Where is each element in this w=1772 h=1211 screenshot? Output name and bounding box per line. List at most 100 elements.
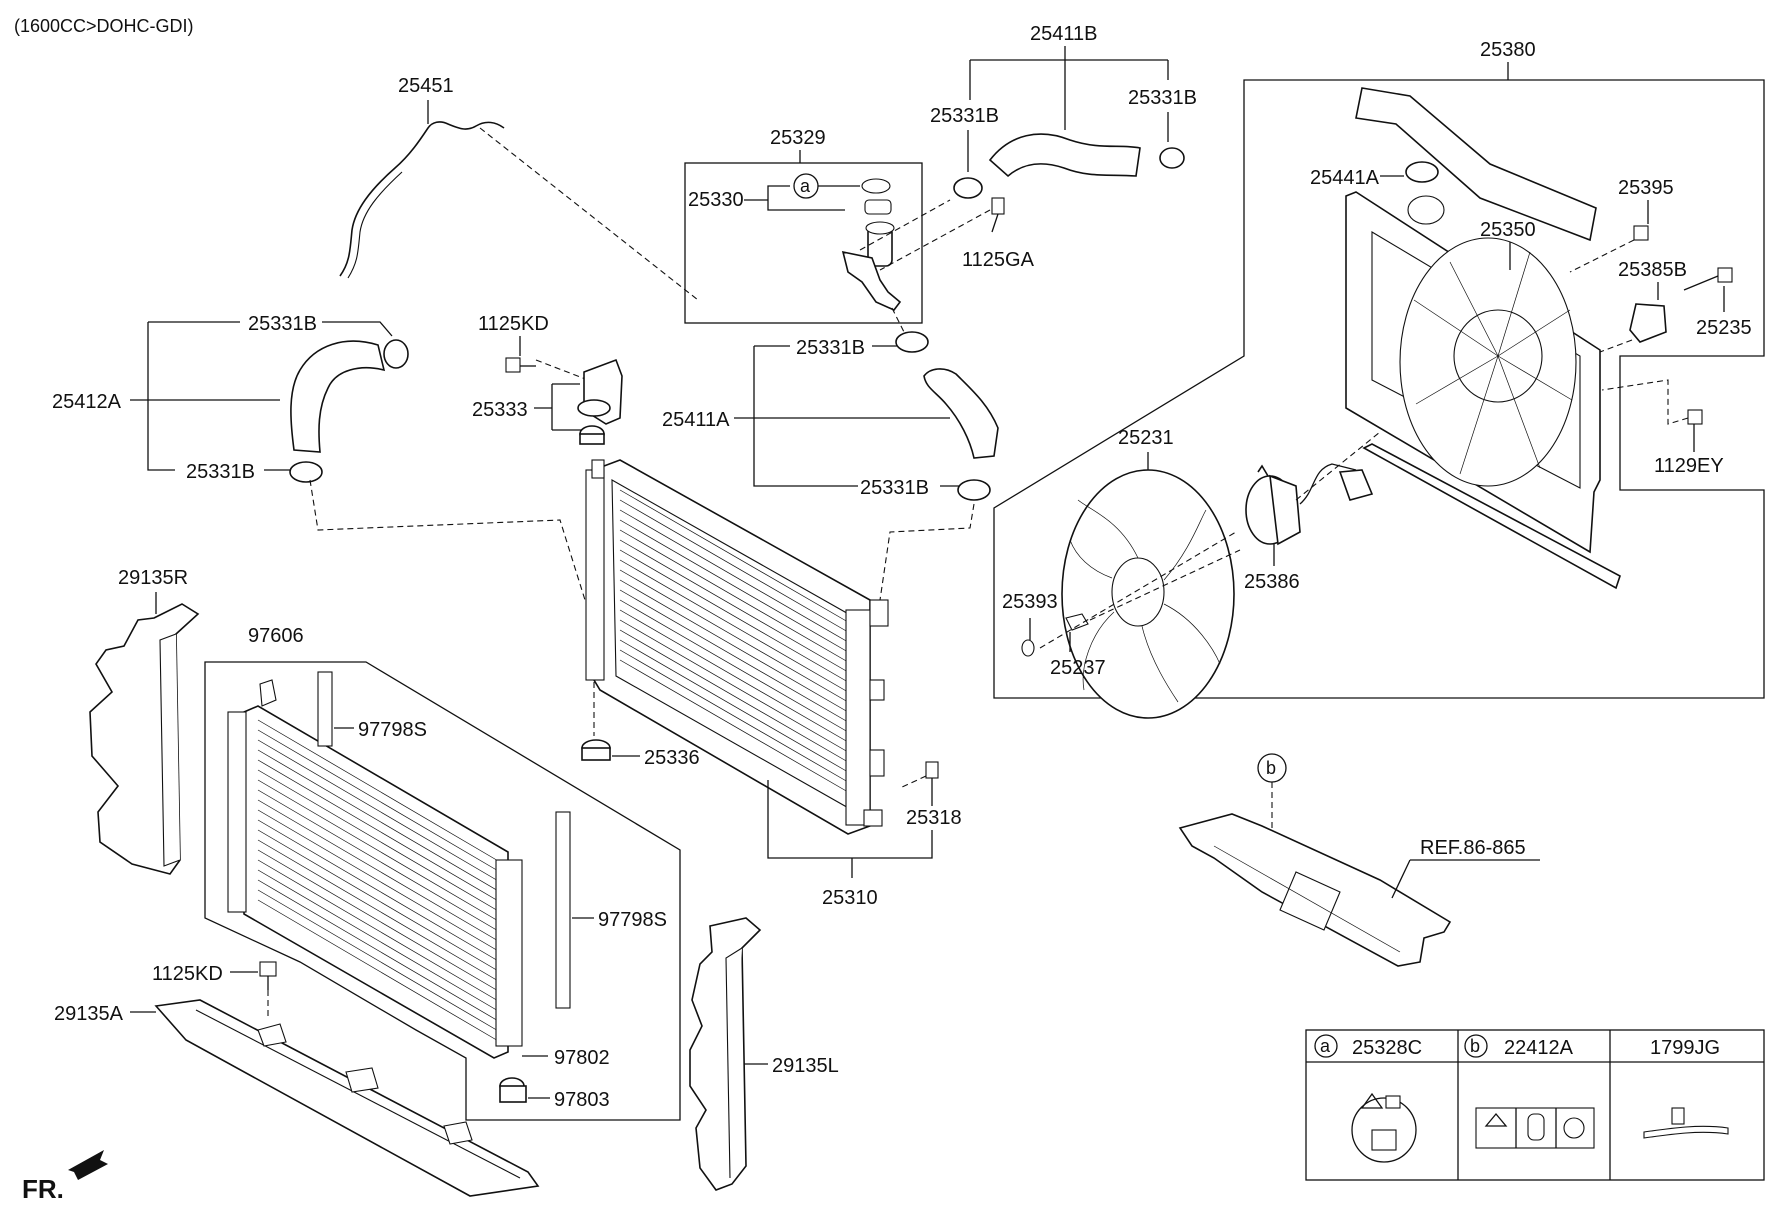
label-25231: 25231 (1118, 427, 1174, 449)
warning-label-icon (1351, 1092, 1417, 1163)
hose-25411A[interactable] (923, 368, 999, 459)
hose-clamp-25331B-center-top[interactable] (895, 331, 929, 353)
upper-hose-25411B[interactable] (988, 133, 1141, 178)
cap-seal-icon (861, 178, 891, 194)
label-29135A: 29135A (54, 1003, 124, 1025)
bolt-1125KD-lower[interactable] (259, 961, 277, 990)
legend-b-part: 22412A (1504, 1037, 1574, 1059)
lower-air-guard-29135A[interactable] (154, 999, 540, 1197)
fan-motor-25386[interactable] (1245, 463, 1374, 546)
label-25451: 25451 (398, 75, 454, 97)
seal-strip-97798S-lower[interactable] (555, 811, 571, 1009)
label-25336: 25336 (644, 747, 700, 769)
filler-neck-icon[interactable] (841, 199, 902, 311)
box-25380 (993, 79, 1765, 699)
label-97802: 97802 (554, 1047, 610, 1069)
label-25411A: 25411A (662, 409, 730, 431)
label-25350: 25350 (1480, 219, 1536, 241)
fan-blade-25231[interactable] (1061, 469, 1235, 719)
seal-strip-lower[interactable] (1362, 443, 1621, 590)
air-guard-29135R[interactable] (89, 603, 200, 875)
screw-1129EY[interactable] (1687, 409, 1703, 425)
hose-clamp-25331B-left-upper[interactable] (383, 339, 409, 369)
condenser-97606[interactable] (227, 679, 523, 1059)
bolt-25395[interactable] (1633, 225, 1649, 241)
label-97798S-a: 97798S (358, 719, 427, 741)
label-ref-86-865: REF.86-865 (1420, 837, 1526, 859)
leader-25411B (969, 46, 1169, 130)
label-1125KD-b: 1125KD (152, 963, 223, 985)
label-25331B-f: 25331B (860, 477, 929, 499)
label-97606: 97606 (248, 625, 304, 647)
hose-clamp-25331B-left-lower[interactable] (289, 461, 323, 483)
box-25329 (684, 162, 923, 324)
label-25331B-b: 25331B (1128, 87, 1197, 109)
label-25441A: 25441A (1310, 167, 1380, 189)
bolt-1125KD-upper[interactable] (505, 357, 536, 373)
label-1125GA: 1125GA (962, 249, 1035, 271)
leader-25411A (734, 346, 950, 487)
seal-strip-97798S-upper[interactable] (317, 671, 333, 747)
label-97803: 97803 (554, 1089, 610, 1111)
clip-25393[interactable] (1021, 639, 1035, 657)
leader-25310 (767, 780, 933, 859)
label-25333: 25333 (472, 399, 528, 421)
legend-b-marker: b (1470, 1036, 1480, 1056)
dash-1129EY (1601, 379, 1689, 425)
drain-plug-25318[interactable] (925, 761, 939, 779)
dash-25385B (1599, 339, 1633, 353)
ref-part-86-865[interactable] (1178, 813, 1452, 967)
label-1129EY: 1129EY (1654, 455, 1724, 477)
label-1125KD-a: 1125KD (478, 313, 549, 335)
dash-motor (1295, 431, 1381, 501)
label-25380: 25380 (1480, 39, 1536, 61)
label-25331B-d: 25331B (186, 461, 255, 483)
label-25310: 25310 (822, 887, 878, 909)
mount-bracket-25333[interactable] (577, 358, 623, 425)
legend-table (1305, 1029, 1765, 1181)
rubber-insulator-25336[interactable] (581, 739, 611, 761)
label-29135L: 29135L (772, 1055, 839, 1077)
label-25318: 25318 (906, 807, 962, 829)
bolt-1125GA[interactable] (991, 197, 1005, 233)
hose-clamp-25331B-center-bottom[interactable] (957, 479, 991, 501)
box-97606 (204, 661, 681, 1121)
label-25386: 25386 (1244, 571, 1300, 593)
leader-25333 (534, 383, 584, 431)
seal-strip-upper[interactable] (1355, 87, 1597, 242)
overflow-hose-25451[interactable] (339, 121, 505, 279)
legend-a-circle (1314, 1034, 1338, 1058)
resistor-25385B[interactable] (1629, 303, 1667, 343)
fan-caution-label-icon (1475, 1107, 1595, 1149)
radiator-25310[interactable] (585, 459, 889, 835)
label-25331B-a: 25331B (930, 105, 999, 127)
insulator-97803[interactable] (499, 1077, 527, 1103)
dash-1125GA (879, 209, 991, 271)
fan-shroud-25350[interactable] (1345, 191, 1601, 554)
dash-1125KD-upper (535, 359, 589, 381)
label-25237: 25237 (1050, 657, 1106, 679)
reservoir-cap-icon[interactable] (1405, 161, 1439, 183)
hose-clamp-25331B-top-left[interactable] (953, 177, 983, 199)
label-97798S-b: 97798S (598, 909, 667, 931)
bolt-25235[interactable] (1683, 267, 1733, 291)
rubber-insulator-upper[interactable] (579, 425, 605, 445)
leader-25330 (744, 185, 845, 211)
label-25235: 25235 (1696, 317, 1752, 339)
leader-ref (1391, 859, 1540, 899)
dash-fan-blade (1039, 531, 1241, 649)
dash-25411A (879, 503, 975, 601)
label-25385B: 25385B (1618, 259, 1687, 281)
cable-tie-icon (1643, 1107, 1729, 1139)
front-indicator: FR. (22, 1174, 64, 1204)
label-29135R: 29135R (118, 567, 188, 589)
dash-filler-2 (891, 307, 905, 333)
callout-b-text: b (1266, 758, 1276, 778)
air-guard-29135L[interactable] (689, 917, 762, 1191)
washer-25237[interactable] (1065, 613, 1089, 631)
hose-clamp-25331B-top-right[interactable] (1159, 147, 1185, 169)
legend-b-circle (1464, 1034, 1488, 1058)
lower-hose-25412A[interactable] (290, 340, 386, 453)
label-25412A: 25412A (52, 391, 122, 413)
front-arrow-icon (68, 1150, 108, 1180)
